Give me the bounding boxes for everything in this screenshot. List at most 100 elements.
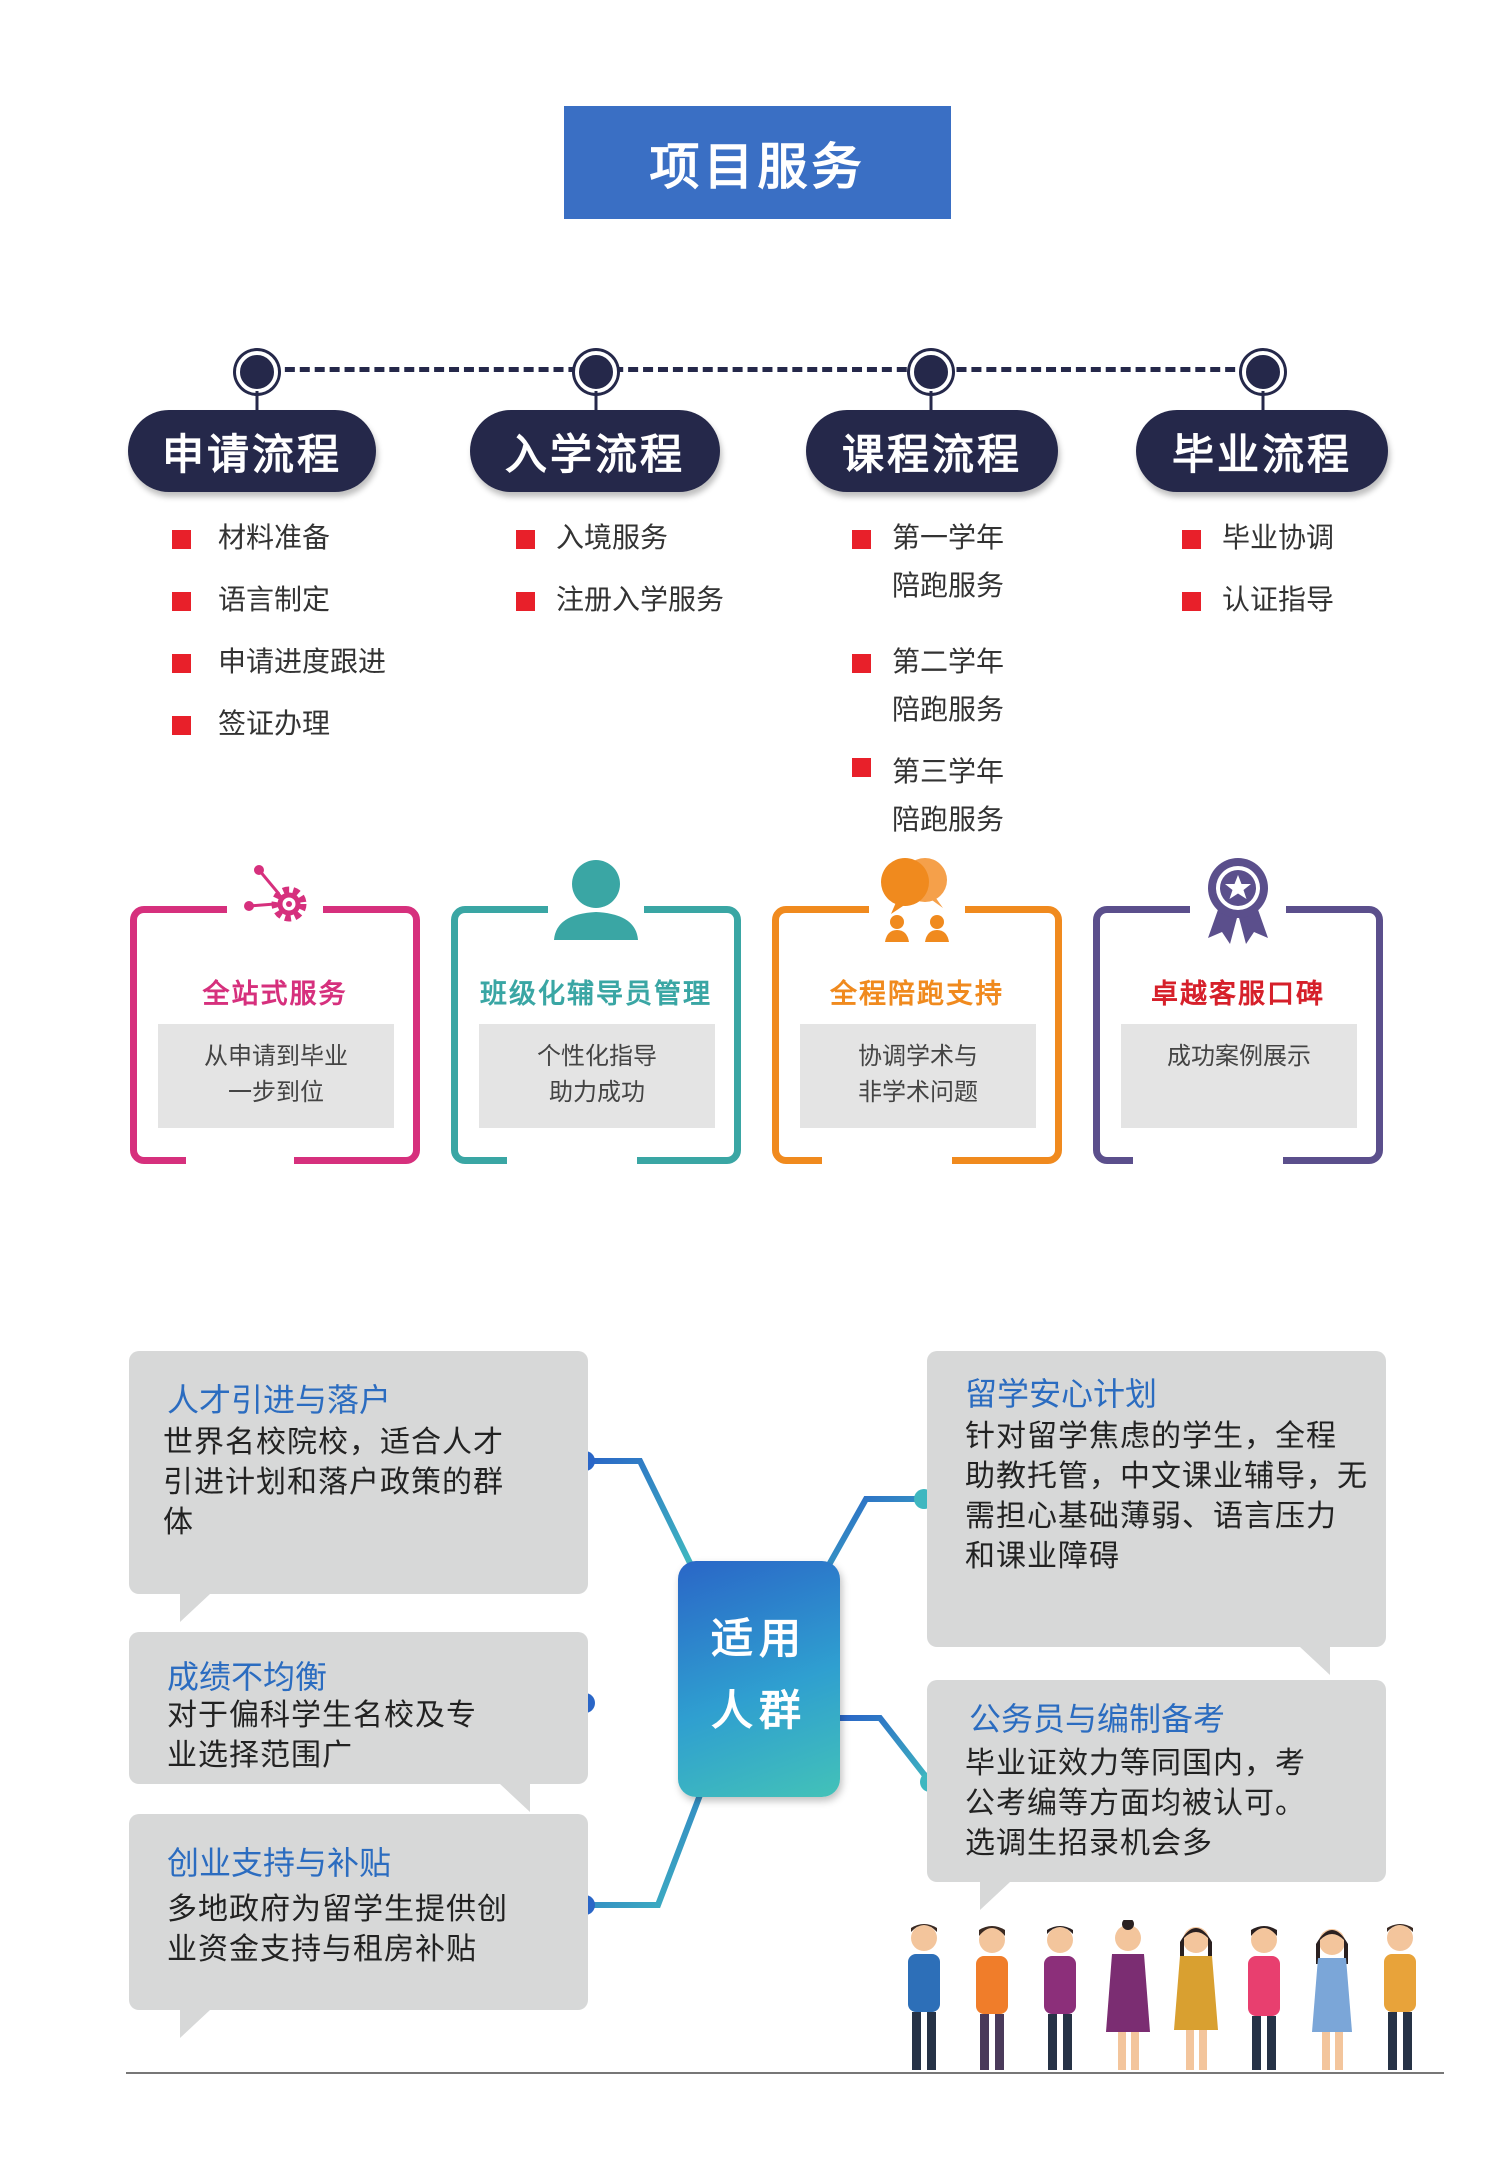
card-title: 全程陪跑支持 bbox=[830, 979, 1004, 1010]
audience-bubble-peace-of-mind: 留学安心计划 针对留学焦虑的学生，全程 助教托管，中文课业辅导，无 需担心基础薄… bbox=[927, 1351, 1386, 1647]
person-icon bbox=[548, 854, 644, 944]
audience-bubble-talent: 人才引进与落户 世界名校院校，适合人才 引进计划和落户政策的群 体 bbox=[129, 1351, 588, 1594]
bubble-title: 成绩不均衡 bbox=[167, 1658, 328, 1696]
bubble-tail bbox=[180, 2010, 210, 2038]
person-figure-icon bbox=[1044, 1926, 1076, 2070]
audience-bubble-startup: 创业支持与补贴 多地政府为留学生提供创 业资金支持与租房补贴 bbox=[129, 1814, 588, 2010]
list-item: 第二学年 bbox=[892, 645, 1005, 678]
center-label: 适用 bbox=[710, 1614, 807, 1663]
red-square-bullet-icon bbox=[852, 654, 871, 673]
audience-bubble-uneven: 成绩不均衡 对于偏科学生名校及专 业选择范围广 bbox=[129, 1632, 588, 1784]
list-item: 注册入学服务 bbox=[556, 583, 725, 616]
process-pill-enroll: 入学流程 bbox=[470, 410, 720, 492]
card-title: 卓越客服口碑 bbox=[1151, 979, 1325, 1010]
timeline-node bbox=[1242, 351, 1284, 393]
bubble-line: 多地政府为留学生提供创 bbox=[167, 1892, 508, 1927]
red-square-bullet-icon bbox=[516, 592, 535, 611]
timeline-node bbox=[236, 351, 278, 393]
bubble-line: 业资金支持与租房补贴 bbox=[167, 1932, 477, 1967]
process-pill-apply: 申请流程 bbox=[128, 410, 376, 492]
person-figure-icon bbox=[1106, 1920, 1150, 2070]
bubble-tail bbox=[180, 1594, 210, 1622]
list-item: 认证指导 bbox=[1222, 583, 1335, 616]
person-figure-icon bbox=[1174, 1927, 1218, 2070]
bubble-line: 毕业证效力等同国内，考 bbox=[965, 1746, 1306, 1781]
list-item: 入境服务 bbox=[556, 521, 669, 554]
bubble-line: 业选择范围广 bbox=[167, 1738, 353, 1773]
connector-line bbox=[582, 1792, 703, 1908]
list-item: 毕业协调 bbox=[1222, 521, 1335, 554]
center-label: 人群 bbox=[710, 1686, 807, 1735]
feature-card-one-stop: 全站式服务 从申请到毕业 一步到位 bbox=[130, 854, 420, 1168]
list-item: 第三学年 bbox=[892, 755, 1005, 788]
process-pill-course: 课程流程 bbox=[806, 410, 1058, 492]
card-line: 协调学术与 bbox=[858, 1042, 978, 1070]
card-title: 班级化辅导员管理 bbox=[480, 979, 712, 1010]
card-line: 非学术问题 bbox=[858, 1078, 978, 1106]
person-figure-icon bbox=[1384, 1924, 1416, 2070]
list-item: 陪跑服务 bbox=[892, 693, 1005, 726]
person-figure-icon bbox=[976, 1926, 1008, 2070]
card-line: 成功案例展示 bbox=[1167, 1042, 1311, 1070]
red-square-bullet-icon bbox=[1182, 530, 1201, 549]
bubble-line: 选调生招录机会多 bbox=[965, 1826, 1213, 1861]
connector-line bbox=[837, 1715, 933, 1785]
audience-center-box: 适用 人群 bbox=[678, 1561, 840, 1797]
red-square-bullet-icon bbox=[172, 592, 191, 611]
bubble-body: 多地政府为留学生提供创 业资金支持与租房补贴 bbox=[167, 1890, 508, 1970]
timeline-dashed-line bbox=[255, 367, 1265, 372]
red-square-bullet-icon bbox=[516, 530, 535, 549]
card-line: 从申请到毕业 bbox=[204, 1042, 348, 1070]
person-figure-icon bbox=[908, 1924, 940, 2070]
card-description: 协调学术与 非学术问题 bbox=[800, 1024, 1036, 1128]
connector-line bbox=[582, 1458, 693, 1566]
chat-people-icon bbox=[869, 854, 965, 944]
feature-card-counselor: 班级化辅导员管理 个性化指导 助力成功 bbox=[451, 854, 741, 1168]
list-item: 申请进度跟进 bbox=[218, 645, 387, 678]
bubble-title: 人才引进与落户 bbox=[167, 1381, 392, 1419]
award-badge-icon bbox=[1190, 854, 1286, 944]
card-line: 助力成功 bbox=[549, 1078, 645, 1106]
feature-card-service: 卓越客服口碑 成功案例展示 bbox=[1093, 854, 1383, 1168]
person-figure-icon bbox=[1248, 1926, 1280, 2070]
card-description: 从申请到毕业 一步到位 bbox=[158, 1024, 394, 1128]
timeline-node bbox=[575, 351, 617, 393]
list-item: 签证办理 bbox=[218, 707, 331, 740]
red-square-bullet-icon bbox=[172, 530, 191, 549]
bubble-line: 针对留学焦虑的学生，全程 bbox=[965, 1419, 1337, 1454]
bubble-line: 公考编等方面均被认可。 bbox=[965, 1786, 1306, 1821]
bubble-body: 对于偏科学生名校及专 业选择范围广 bbox=[167, 1696, 477, 1776]
bubble-line: 世界名校院校，适合人才 bbox=[163, 1425, 504, 1460]
timeline-node bbox=[910, 351, 952, 393]
feature-card-accompany: 全程陪跑支持 协调学术与 非学术问题 bbox=[772, 854, 1062, 1168]
list-item: 陪跑服务 bbox=[892, 803, 1005, 836]
bubble-line: 对于偏科学生名校及专 bbox=[167, 1698, 477, 1733]
list-item: 材料准备 bbox=[218, 521, 331, 554]
bubble-line: 和课业障碍 bbox=[965, 1539, 1120, 1574]
page-title: 项目服务 bbox=[564, 106, 951, 219]
card-title: 全站式服务 bbox=[202, 979, 348, 1010]
list-item: 语言制定 bbox=[218, 583, 331, 616]
bubble-body: 世界名校院校，适合人才 引进计划和落户政策的群 体 bbox=[163, 1423, 504, 1543]
card-line: 个性化指导 bbox=[537, 1042, 657, 1070]
red-square-bullet-icon bbox=[1182, 592, 1201, 611]
person-figure-icon bbox=[1312, 1929, 1352, 2070]
red-square-bullet-icon bbox=[172, 716, 191, 735]
bubble-line: 引进计划和落户政策的群 bbox=[163, 1465, 504, 1500]
red-square-bullet-icon bbox=[852, 758, 871, 777]
red-square-bullet-icon bbox=[172, 654, 191, 673]
bubble-body: 针对留学焦虑的学生，全程 助教托管，中文课业辅导，无 需担心基础薄弱、语言压力 … bbox=[965, 1417, 1368, 1577]
people-group-illustration bbox=[908, 1920, 1416, 2070]
list-item: 第一学年 bbox=[892, 521, 1005, 554]
connector-line bbox=[827, 1496, 927, 1566]
audience-bubble-civil-service: 公务员与编制备考 毕业证效力等同国内，考 公考编等方面均被认可。 选调生招录机会… bbox=[927, 1680, 1386, 1882]
bubble-body: 毕业证效力等同国内，考 公考编等方面均被认可。 选调生招录机会多 bbox=[965, 1744, 1306, 1864]
process-pill-graduate: 毕业流程 bbox=[1136, 410, 1388, 492]
bubble-line: 助教托管，中文课业辅导，无 bbox=[965, 1459, 1368, 1494]
bubble-line: 需担心基础薄弱、语言压力 bbox=[965, 1499, 1337, 1534]
bottom-divider bbox=[126, 2072, 1444, 2074]
list-item: 陪跑服务 bbox=[892, 569, 1005, 602]
bubble-line: 体 bbox=[163, 1505, 194, 1540]
bubble-title: 留学安心计划 bbox=[965, 1375, 1158, 1413]
card-description: 个性化指导 助力成功 bbox=[479, 1024, 715, 1128]
